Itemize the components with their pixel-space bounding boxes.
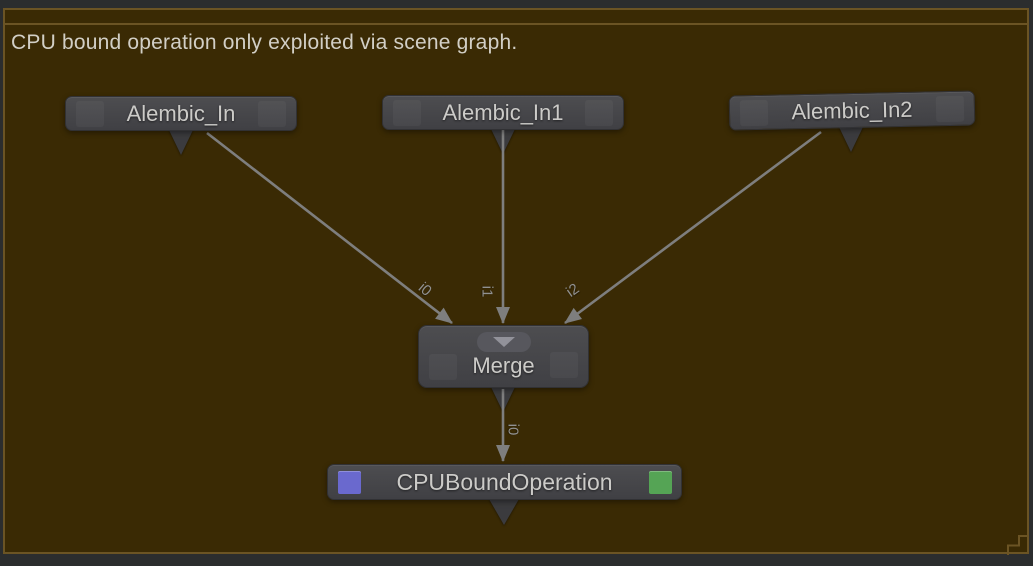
flag-slot xyxy=(935,95,965,123)
edit-flag-badge[interactable] xyxy=(338,471,361,494)
flag-slot xyxy=(393,100,421,126)
node-label: Merge xyxy=(472,352,535,378)
flag-slot xyxy=(585,100,613,126)
node-label: Alembic_In2 xyxy=(791,96,913,124)
node-label: Alembic_In xyxy=(126,100,236,126)
node-alembic-in1[interactable]: Alembic_In1 xyxy=(382,95,624,130)
flag-slot xyxy=(76,101,104,127)
backdrop-header-divider xyxy=(5,23,1027,25)
backdrop-resize-handle[interactable] xyxy=(1007,535,1029,555)
collapse-chevron-icon[interactable] xyxy=(476,332,531,352)
node-alembic-in[interactable]: Alembic_In xyxy=(65,96,297,131)
node-alembic-in2[interactable]: Alembic_In2 xyxy=(728,90,976,131)
node-cpuboundoperation[interactable]: CPUBoundOperation xyxy=(327,464,682,500)
cpuboundoperation-output-port-icon[interactable] xyxy=(489,499,519,525)
node-label: CPUBoundOperation xyxy=(396,468,613,495)
node-merge[interactable]: Merge xyxy=(418,325,589,388)
edge-alembic-in2-to-merge[interactable] xyxy=(564,130,822,325)
backdrop-title-text: CPU bound operation only exploited via s… xyxy=(11,31,518,54)
flag-slot xyxy=(739,99,769,127)
edge-input-label: i0 xyxy=(504,423,522,436)
alembic-in2-output-port-icon[interactable] xyxy=(839,127,863,152)
edge-alembic-in-to-merge[interactable] xyxy=(206,131,453,325)
flag-slot xyxy=(258,101,286,127)
alembic-in-output-port-icon[interactable] xyxy=(169,130,193,155)
edge-input-label: i1 xyxy=(478,285,496,298)
flag-slot xyxy=(550,352,578,378)
flag-slot xyxy=(429,354,457,380)
node-label: Alembic_In1 xyxy=(442,99,564,125)
view-flag-badge[interactable] xyxy=(649,471,672,494)
